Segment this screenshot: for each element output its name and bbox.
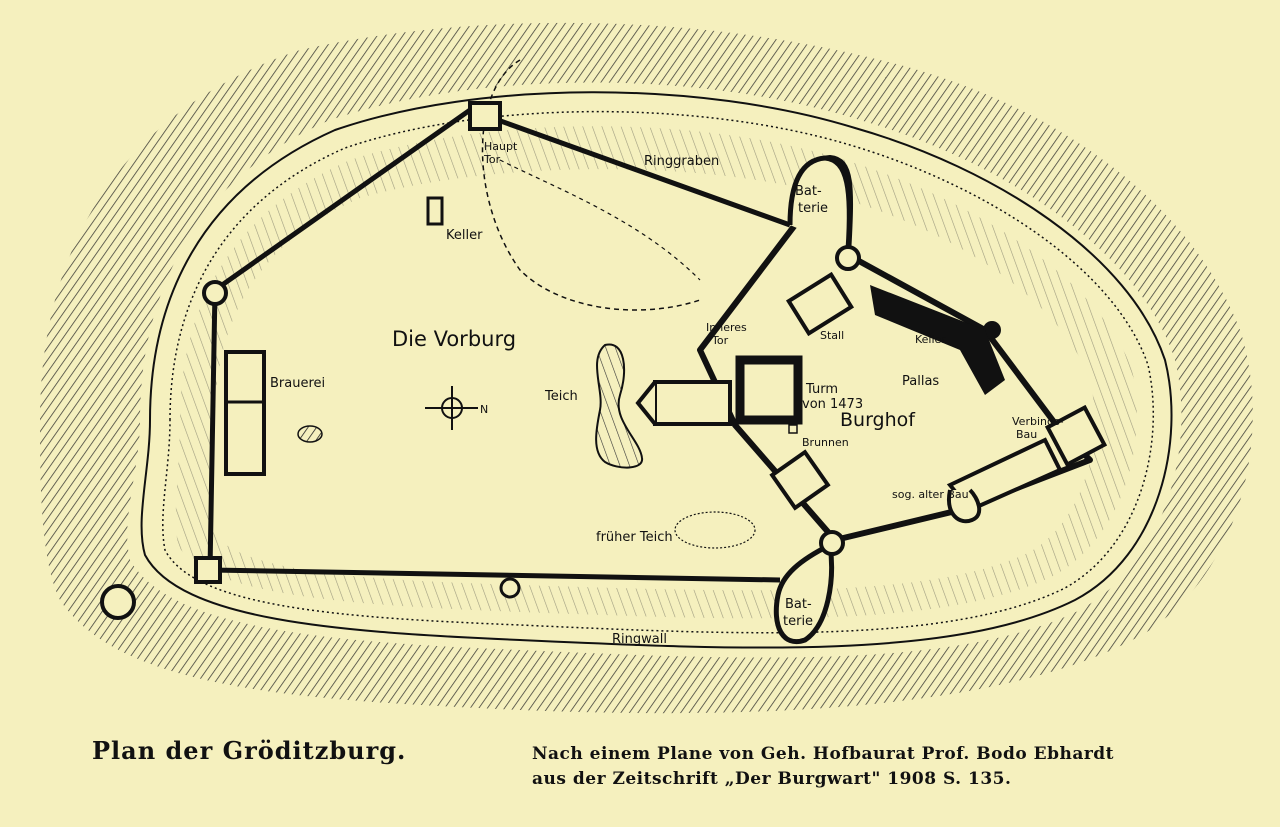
ring-ditch bbox=[140, 91, 1173, 649]
pallas-wing bbox=[870, 285, 1005, 395]
plan-title: Plan der Gröditzburg. bbox=[92, 736, 407, 765]
teich-pond bbox=[595, 343, 643, 469]
ringgraben-label: Ringgraben bbox=[644, 154, 719, 169]
tower-east bbox=[983, 321, 1001, 339]
haupttor-tower bbox=[468, 101, 502, 131]
turm-label-2: von 1473 bbox=[802, 397, 863, 412]
path-dashed-2 bbox=[499, 159, 701, 281]
turm-label-1: Turm bbox=[805, 382, 838, 397]
keller-vorburg-building bbox=[426, 196, 444, 226]
keller-pallas-label: Keller bbox=[915, 333, 946, 346]
batterie-south-label-2: terie bbox=[783, 614, 813, 629]
credit-line-1: Nach einem Plane von Geh. Hofbaurat Prof… bbox=[532, 744, 1115, 764]
vorburg-label: Die Vorburg bbox=[392, 327, 516, 351]
corner-tower-nw bbox=[202, 280, 228, 306]
alter-bau-bastion bbox=[947, 488, 982, 524]
north-label: N bbox=[480, 403, 488, 416]
stall-building bbox=[785, 271, 855, 337]
inneres-tor-label-1: Inneres bbox=[706, 321, 747, 334]
west-keep bbox=[653, 380, 732, 426]
ringwall-label: Ringwall bbox=[612, 632, 667, 647]
turm-1473 bbox=[735, 355, 803, 425]
small-pond bbox=[297, 425, 323, 443]
brunnen-well bbox=[788, 424, 798, 434]
frueher-teich-label: früher Teich bbox=[596, 530, 673, 545]
burghof-label: Burghof bbox=[840, 409, 916, 431]
inneres-tor-label-2: Tor bbox=[711, 334, 729, 347]
verbindungsbau bbox=[1044, 404, 1108, 468]
path-dashed bbox=[481, 59, 701, 311]
brauerei-label: Brauerei bbox=[270, 376, 325, 391]
corner-tower-sw bbox=[194, 556, 222, 584]
haupttor-label-2: Tor bbox=[483, 153, 501, 166]
verbindungsbau-label-2: Bau bbox=[1016, 428, 1037, 441]
brunnen-label: Brunnen bbox=[802, 436, 849, 449]
tower-north bbox=[835, 245, 861, 271]
south-building bbox=[769, 449, 831, 511]
west-keep-point bbox=[635, 380, 657, 426]
haupttor-label-1: Haupt bbox=[484, 140, 518, 153]
batterie-north-label-1: Bat- bbox=[795, 184, 822, 199]
verbindungsbau-label-1: Verbinds- bbox=[1012, 415, 1064, 428]
credit-line-2: aus der Zeitschrift „Der Burgwart" 1908 … bbox=[532, 769, 1012, 789]
stall-label: Stall bbox=[820, 329, 844, 342]
batterie-south bbox=[773, 541, 835, 645]
keller-vorburg-label: Keller bbox=[446, 228, 483, 243]
tower-south bbox=[819, 530, 845, 556]
ring-wall-line bbox=[162, 110, 1154, 634]
teich-label: Teich bbox=[544, 389, 578, 404]
batterie-north bbox=[787, 155, 852, 251]
wall-tower-south bbox=[499, 577, 521, 599]
alter-bau-label: sog. alter Bau bbox=[892, 488, 969, 501]
brauerei-building bbox=[224, 350, 266, 476]
batterie-south-label-1: Bat- bbox=[785, 597, 812, 612]
batterie-north-label-2: terie bbox=[798, 201, 828, 216]
outer-tower-sw bbox=[100, 584, 136, 620]
hillside-hatching bbox=[40, 22, 1253, 714]
pallas-label: Pallas bbox=[902, 374, 939, 389]
vorburg-wall bbox=[207, 107, 791, 583]
plan-credit: Nach einem Plane von Geh. Hofbaurat Prof… bbox=[532, 742, 1114, 792]
former-pond bbox=[674, 511, 756, 549]
